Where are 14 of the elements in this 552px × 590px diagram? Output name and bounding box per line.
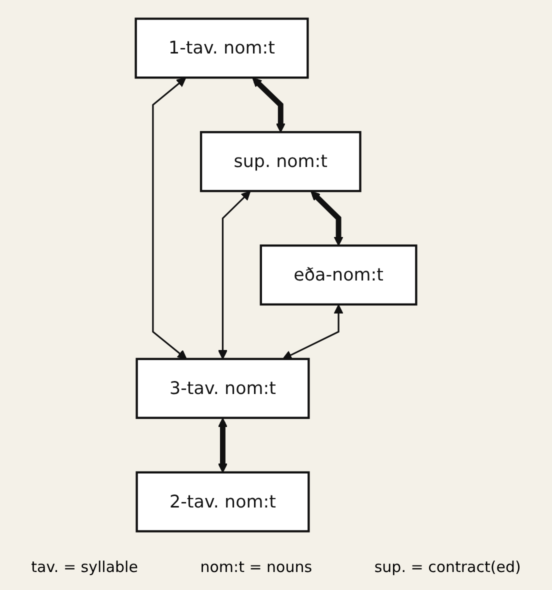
arrow: [310, 190, 344, 246]
abbreviation-note: nom:t = nouns: [200, 558, 312, 576]
node-box: 1-tav. nom:t: [134, 18, 309, 79]
node-box: sup. nom:t: [200, 131, 362, 192]
node-box: eða-nom:t: [260, 244, 418, 306]
node-box: 3-tav. nom:t: [136, 358, 310, 419]
arrow: [252, 77, 286, 133]
arrow: [218, 418, 228, 473]
node-box: 2-tav. nom:t: [136, 471, 310, 532]
abbreviation-note: tav. = syllable: [31, 558, 138, 576]
abbreviation-note: sup. = contract(ed): [374, 558, 521, 576]
arrow: [218, 190, 251, 360]
arrow: [282, 304, 344, 360]
arrow: [152, 77, 187, 360]
